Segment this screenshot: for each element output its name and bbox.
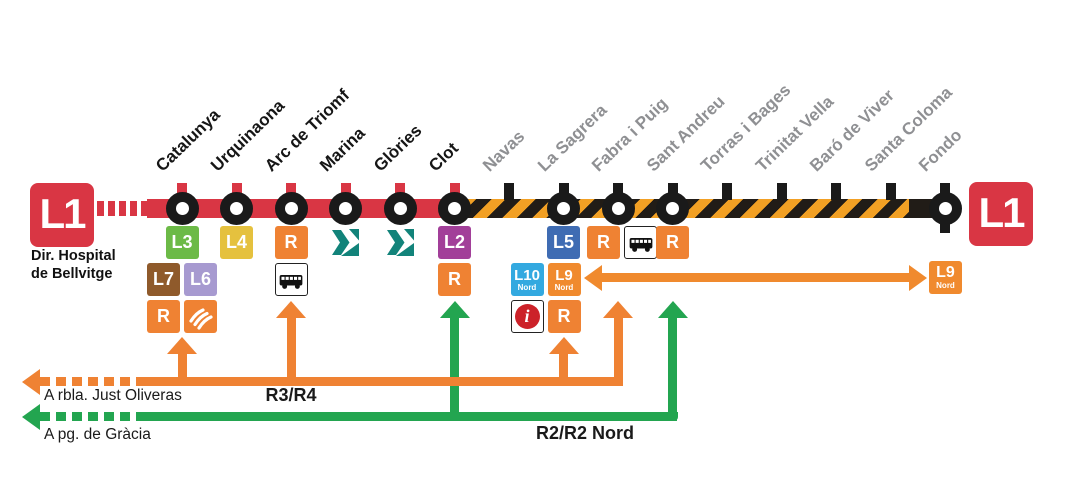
fgc-icon-glyph	[189, 308, 213, 330]
tram-icon-glyph	[332, 229, 359, 256]
r3r4-arrowhead-arc-de-triomf	[276, 301, 306, 318]
line-l1-badge-left: L1	[30, 183, 94, 247]
r3r4-destination-note: A rbla. Just Oliveras	[44, 387, 182, 404]
station-marker-urquinaona	[220, 191, 253, 225]
badge-r-fabra-i-puig: R	[587, 226, 620, 259]
r3r4-branch-shaft-catalunya	[177, 352, 187, 386]
r2-line-dashed	[40, 412, 140, 421]
direction-note: Dir. Hospital de Bellvitge	[31, 248, 116, 283]
badge-sublabel: Nord	[554, 282, 574, 292]
station-tick-trinitat-vella	[776, 183, 787, 200]
badge-l6-catalunya: L6	[184, 263, 217, 296]
badge-r-clot: R	[438, 263, 471, 296]
direction-note-line1: Dir. Hospital	[31, 248, 116, 264]
r2-label: R2/R2 Nord	[535, 423, 634, 443]
line-segment-dashed-red	[97, 201, 147, 216]
r3r4-label: R3/R4	[265, 385, 317, 405]
badge-r-la-sagrera: R	[547, 300, 581, 333]
station-label-fondo: Fondo	[915, 125, 966, 176]
station-label-navas: Navas	[479, 126, 529, 176]
station-marker-fabra-i-puig	[601, 191, 635, 225]
tram-icon-marina	[329, 226, 362, 259]
badge-label: L10	[514, 266, 540, 284]
badge-l5-la-sagrera: L5	[547, 226, 580, 259]
station-tick-below-fondo	[940, 217, 950, 233]
station-label-clot: Clot	[424, 138, 462, 176]
r2-destination-note: A pg. de Gràcia	[44, 426, 151, 443]
station-tick-santa-coloma	[885, 183, 896, 200]
r3r4-arrowhead-la-sagrera	[548, 337, 579, 354]
fgc-icon-catalunya	[184, 300, 217, 333]
station-marker-fondo	[928, 191, 962, 225]
r3r4-branch-shaft-la-sagrera	[559, 352, 568, 386]
badge-r-arc-de-triomf: R	[274, 226, 308, 259]
r3r4-line-dashed	[40, 377, 140, 386]
r3r4-arrowhead-fabra-i-puig	[603, 301, 633, 318]
r3r4-arrowhead-left	[22, 368, 40, 395]
bus-icon-glyph	[279, 274, 303, 289]
tram-icon-glories	[383, 226, 417, 259]
r2-arrowhead-left	[22, 403, 40, 430]
station-marker-glories	[383, 191, 417, 225]
badge-l9-nord-shuttle-label: L9	[936, 264, 955, 281]
badge-sublabel: Nord	[517, 282, 537, 292]
r3r4-arrowhead-catalunya	[167, 337, 197, 354]
bus-icon-fabra-i-puig	[624, 226, 657, 259]
badge-l9-nord-shuttle: L9 Nord	[929, 261, 962, 294]
station-marker-catalunya	[165, 191, 199, 225]
badge-r-catalunya: R	[147, 300, 180, 333]
badge-l9-nord-shuttle-sub: Nord	[936, 281, 955, 290]
bus-icon-glyph	[629, 237, 652, 252]
tram-icon-glyph	[386, 229, 414, 256]
l9-shuttle-arrowhead-right	[909, 264, 927, 291]
station-marker-arc-de-triomf	[274, 191, 308, 225]
badge-label: L9	[555, 266, 573, 284]
info-icon-glyph: i	[514, 304, 540, 329]
badge-l4-urquinaona: L4	[220, 226, 253, 259]
line-l1-badge-right: L1	[969, 182, 1033, 246]
badge-l7-catalunya: L7	[147, 263, 180, 296]
station-label-marina: Marina	[315, 123, 369, 176]
r2-arrowhead-sant-andreu	[657, 301, 688, 318]
station-marker-clot	[438, 191, 471, 225]
r3r4-branch-shaft-arc-de-triomf	[286, 316, 296, 386]
bus-icon-arc-de-triomf	[274, 263, 308, 296]
l9-shuttle-arrow-shaft	[601, 273, 910, 282]
info-icon-la-sagrera: i	[510, 300, 544, 333]
l9-shuttle-arrowhead-left	[584, 264, 602, 291]
r2-branch-shaft-sant-andreu	[668, 316, 677, 421]
r3r4-line	[140, 377, 623, 386]
r3r4-branch-shaft-fabra-i-puig	[613, 316, 623, 386]
station-label-glories: Glòries	[370, 120, 426, 176]
r2-line	[140, 412, 678, 421]
badge-l2-clot: L2	[438, 226, 471, 259]
station-tick-torras-i-bages	[722, 183, 732, 200]
station-tick-navas	[504, 183, 514, 200]
station-marker-sant-andreu	[656, 191, 689, 225]
badge-r-sant-andreu: R	[656, 226, 689, 259]
r2-arrowhead-clot	[439, 301, 470, 318]
station-tick-baro-de-viver	[831, 183, 841, 200]
direction-note-line2: de Bellvitge	[31, 265, 113, 282]
station-marker-la-sagrera	[547, 191, 580, 225]
r2-branch-shaft-clot	[450, 316, 459, 421]
station-marker-marina	[329, 191, 362, 225]
badge-l3-catalunya: L3	[165, 226, 199, 259]
